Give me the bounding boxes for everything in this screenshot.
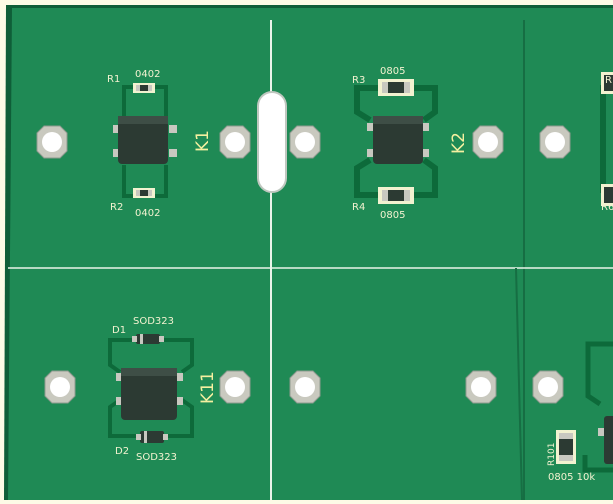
cell-k1: R1 0402 R2 0402 K1 (107, 69, 213, 219)
resistor-r1 (133, 83, 155, 93)
resistor-r2 (133, 188, 155, 198)
resistor-r4 (378, 187, 414, 204)
resistor-r101 (556, 430, 576, 464)
package-label-d2: SOD323 (136, 452, 177, 463)
relay-label-k11: K11 (198, 371, 218, 404)
diode-d2 (136, 431, 168, 443)
mounting-hole (465, 370, 497, 404)
cell-k3: R R6 (600, 72, 613, 213)
ref-label-r101: R101 (547, 443, 557, 466)
relay-label-k2: K2 (449, 132, 469, 154)
pcb-board (4, 5, 613, 501)
cell-k11: D1 SOD323 D2 SOD323 K11 (108, 316, 218, 463)
relay-ic-k2 (367, 116, 429, 164)
mounting-holes (36, 125, 571, 404)
package-label-r3: 0805 (380, 66, 405, 77)
relay-ic-k1 (113, 116, 177, 164)
mounting-hole (472, 125, 504, 159)
package-label-r4: 0805 (380, 210, 405, 221)
ref-label-r1: R1 (107, 74, 120, 85)
ref-label-r6: R6 (601, 202, 613, 213)
relay-label-k1: K1 (193, 130, 213, 152)
relay-ic-partial (598, 416, 613, 464)
resistor-r3 (378, 79, 414, 96)
diode-d1 (132, 334, 164, 344)
mounting-hole (289, 125, 321, 159)
mounting-hole (532, 370, 564, 404)
ref-label-d2: D2 (115, 446, 129, 457)
package-label-r1: 0402 (135, 69, 160, 80)
package-label-r2: 0402 (135, 208, 160, 219)
ref-label-r3: R3 (352, 75, 365, 86)
mounting-hole (44, 370, 76, 404)
mounting-hole (219, 125, 251, 159)
ref-label-r2: R2 (110, 202, 123, 213)
mounting-hole (539, 125, 571, 159)
mounting-hole (219, 370, 251, 404)
routed-slot (257, 91, 287, 193)
package-label-r101: 0805 10k (548, 472, 595, 483)
ref-label-d1: D1 (112, 325, 126, 336)
package-label-d1: SOD323 (133, 316, 174, 327)
cell-k2: R3 0805 R4 0805 K2 (352, 66, 469, 221)
mounting-hole (289, 370, 321, 404)
mounting-hole (36, 125, 68, 159)
copper-traces (582, 341, 613, 473)
cell-k12: R101 0805 10k (547, 341, 613, 483)
relay-ic-k11 (116, 368, 183, 420)
ref-label-partial: R (605, 75, 612, 86)
ref-label-r4: R4 (352, 202, 365, 213)
